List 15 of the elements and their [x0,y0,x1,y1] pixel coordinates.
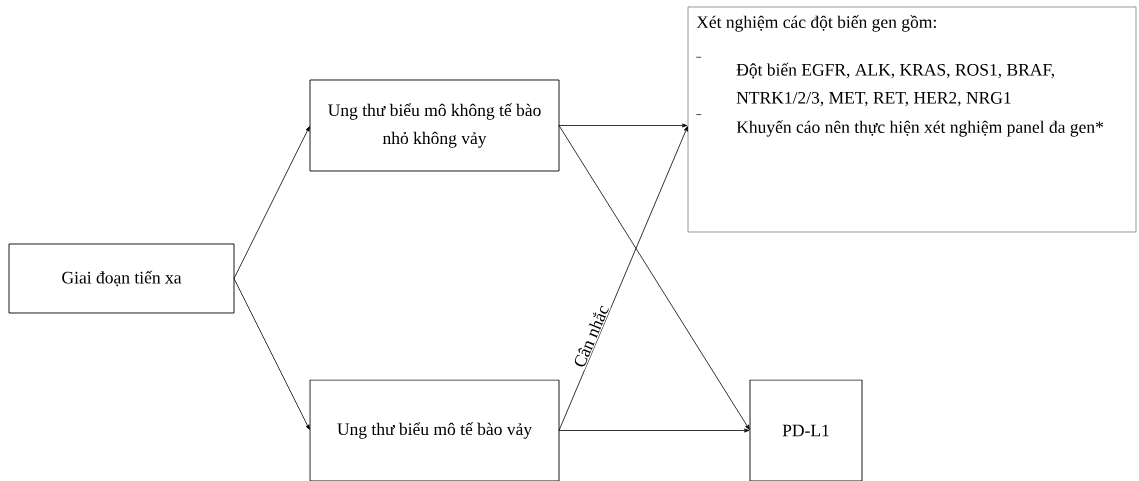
bullet-text: Đột biến EGFR, ALK, KRAS, ROS1, BRAF, NTRK1/2/3, MET, RET, HER2, NRG1 [736,62,1055,107]
text-box [687,6,1137,233]
arrow [558,123,688,128]
bullet-text: Khuyến cáo nên thực hiện xét nghiệm panel đa gen* [736,120,1104,137]
test-box: PD-L1 [749,379,863,481]
arrow [558,126,688,431]
arrow [558,125,750,430]
process-box: Ung thư biểu mô tế bào vảy [309,379,560,481]
arrow [233,278,310,430]
arrow [558,428,750,433]
edge-label: Cân nhắc [574,305,609,367]
heading: Xét nghiệm các đột biến gen gồm: [696,15,936,32]
process-box: Ung thư biểu mô không tế bào nhỏ không vảy [309,79,560,172]
arrow [233,126,310,279]
stage-box: Giai đoạn tiến xa [8,243,235,314]
